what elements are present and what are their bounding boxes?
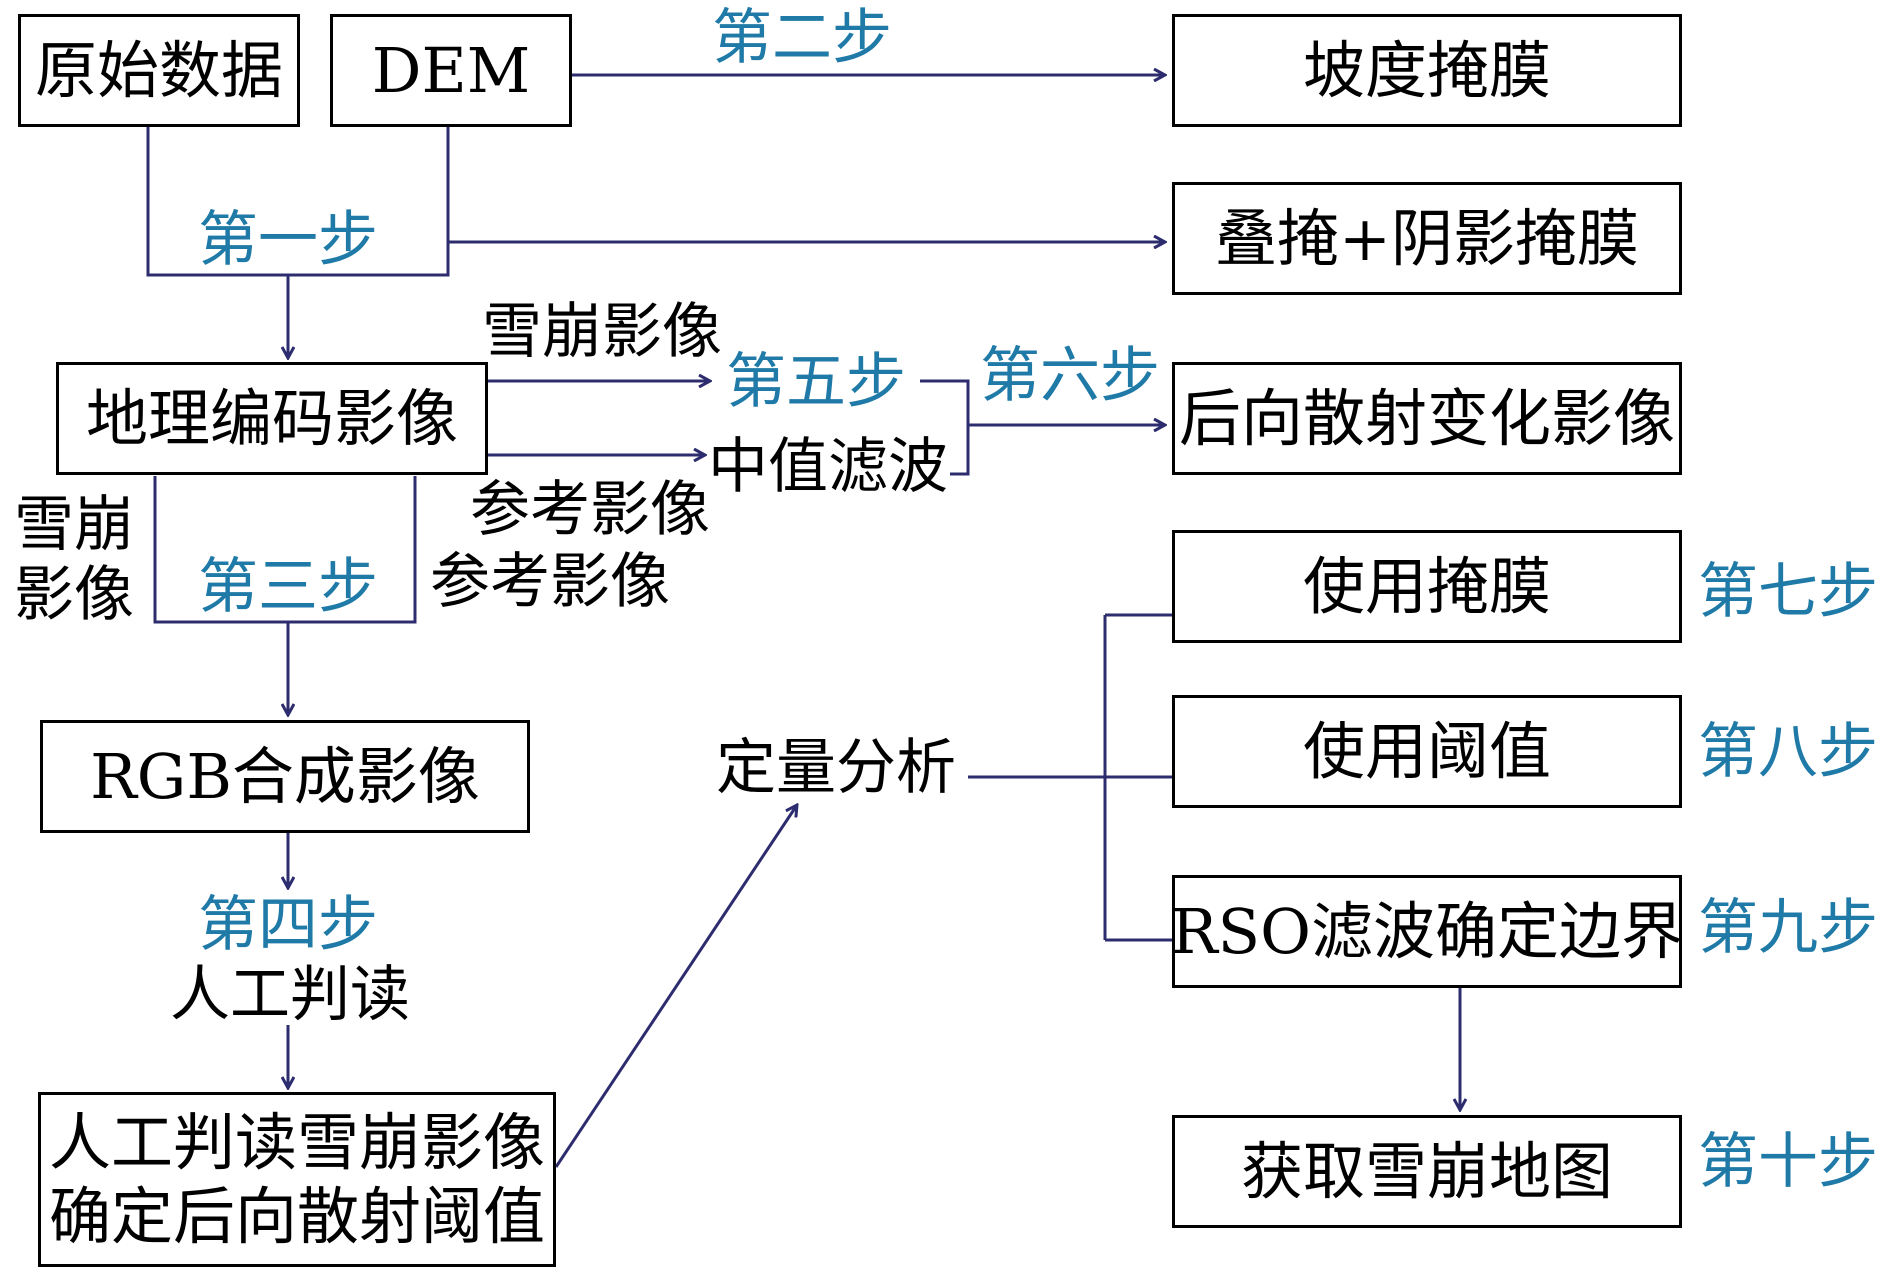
step10-label: 第十步: [1698, 1127, 1878, 1197]
dem-box: DEM: [330, 14, 572, 127]
manual-interpretation-label: 人工判读: [170, 960, 410, 1030]
step8-label: 第八步: [1698, 717, 1878, 787]
bracket-step1: [146, 127, 450, 277]
rso-filter-text: RSO滤波确定边界: [1171, 894, 1683, 968]
avalanche-map-text: 获取雪崩地图: [1240, 1134, 1613, 1208]
use-threshold-text: 使用阈值: [1302, 714, 1551, 788]
geocoded-image-text: 地理编码影像: [85, 381, 458, 455]
slope-mask-text: 坡度掩膜: [1302, 33, 1551, 107]
geocoded-image-box: 地理编码影像: [56, 362, 488, 475]
manual-result-line2: 确定后向散射阈值: [48, 1179, 545, 1253]
step3-label: 第三步: [198, 552, 378, 622]
manual-result-line1: 人工判读雪崩影像: [48, 1106, 545, 1180]
rgb-composite-text: RGB合成影像: [90, 739, 480, 813]
avalanche-label-left-line1: 雪崩: [14, 490, 134, 560]
step6-label: 第六步: [980, 341, 1160, 411]
rso-filter-box: RSO滤波确定边界: [1171, 875, 1683, 988]
step4-label: 第四步: [198, 890, 378, 960]
step2-label: 第二步: [712, 3, 892, 73]
raw-data-text: 原始数据: [34, 33, 283, 107]
arrow-result-to-analysis: [554, 805, 797, 1168]
layover-shadow-mask-text: 叠掩+阴影掩膜: [1215, 201, 1639, 275]
step7-label: 第七步: [1698, 557, 1878, 627]
backscatter-change-text: 后向散射变化影像: [1178, 381, 1675, 455]
dem-text: DEM: [371, 33, 531, 107]
bracket-step6: [920, 379, 970, 476]
reference-image-label-mid: 参考影像: [430, 547, 670, 617]
step9-label: 第九步: [1698, 893, 1878, 963]
avalanche-image-label-top: 雪崩影像: [482, 297, 722, 367]
reference-image-label-top: 参考影像: [470, 475, 710, 545]
use-mask-text: 使用掩膜: [1302, 549, 1551, 623]
layover-shadow-mask-box: 叠掩+阴影掩膜: [1172, 182, 1682, 295]
step5-label: 第五步: [726, 347, 906, 417]
quantitative-analysis-label: 定量分析: [716, 733, 956, 803]
use-mask-box: 使用掩膜: [1172, 530, 1682, 643]
backscatter-change-box: 后向散射变化影像: [1172, 362, 1682, 475]
use-threshold-box: 使用阈值: [1172, 695, 1682, 808]
manual-result-box: 人工判读雪崩影像 确定后向散射阈值: [38, 1092, 556, 1267]
avalanche-label-left-line2: 影像: [14, 560, 134, 630]
avalanche-map-box: 获取雪崩地图: [1172, 1115, 1682, 1228]
raw-data-box: 原始数据: [18, 14, 300, 127]
median-filter-label: 中值滤波: [708, 432, 948, 502]
rgb-composite-box: RGB合成影像: [40, 720, 530, 833]
step1-label: 第一步: [198, 205, 378, 275]
slope-mask-box: 坡度掩膜: [1172, 14, 1682, 127]
bracket-step3: [153, 476, 417, 624]
